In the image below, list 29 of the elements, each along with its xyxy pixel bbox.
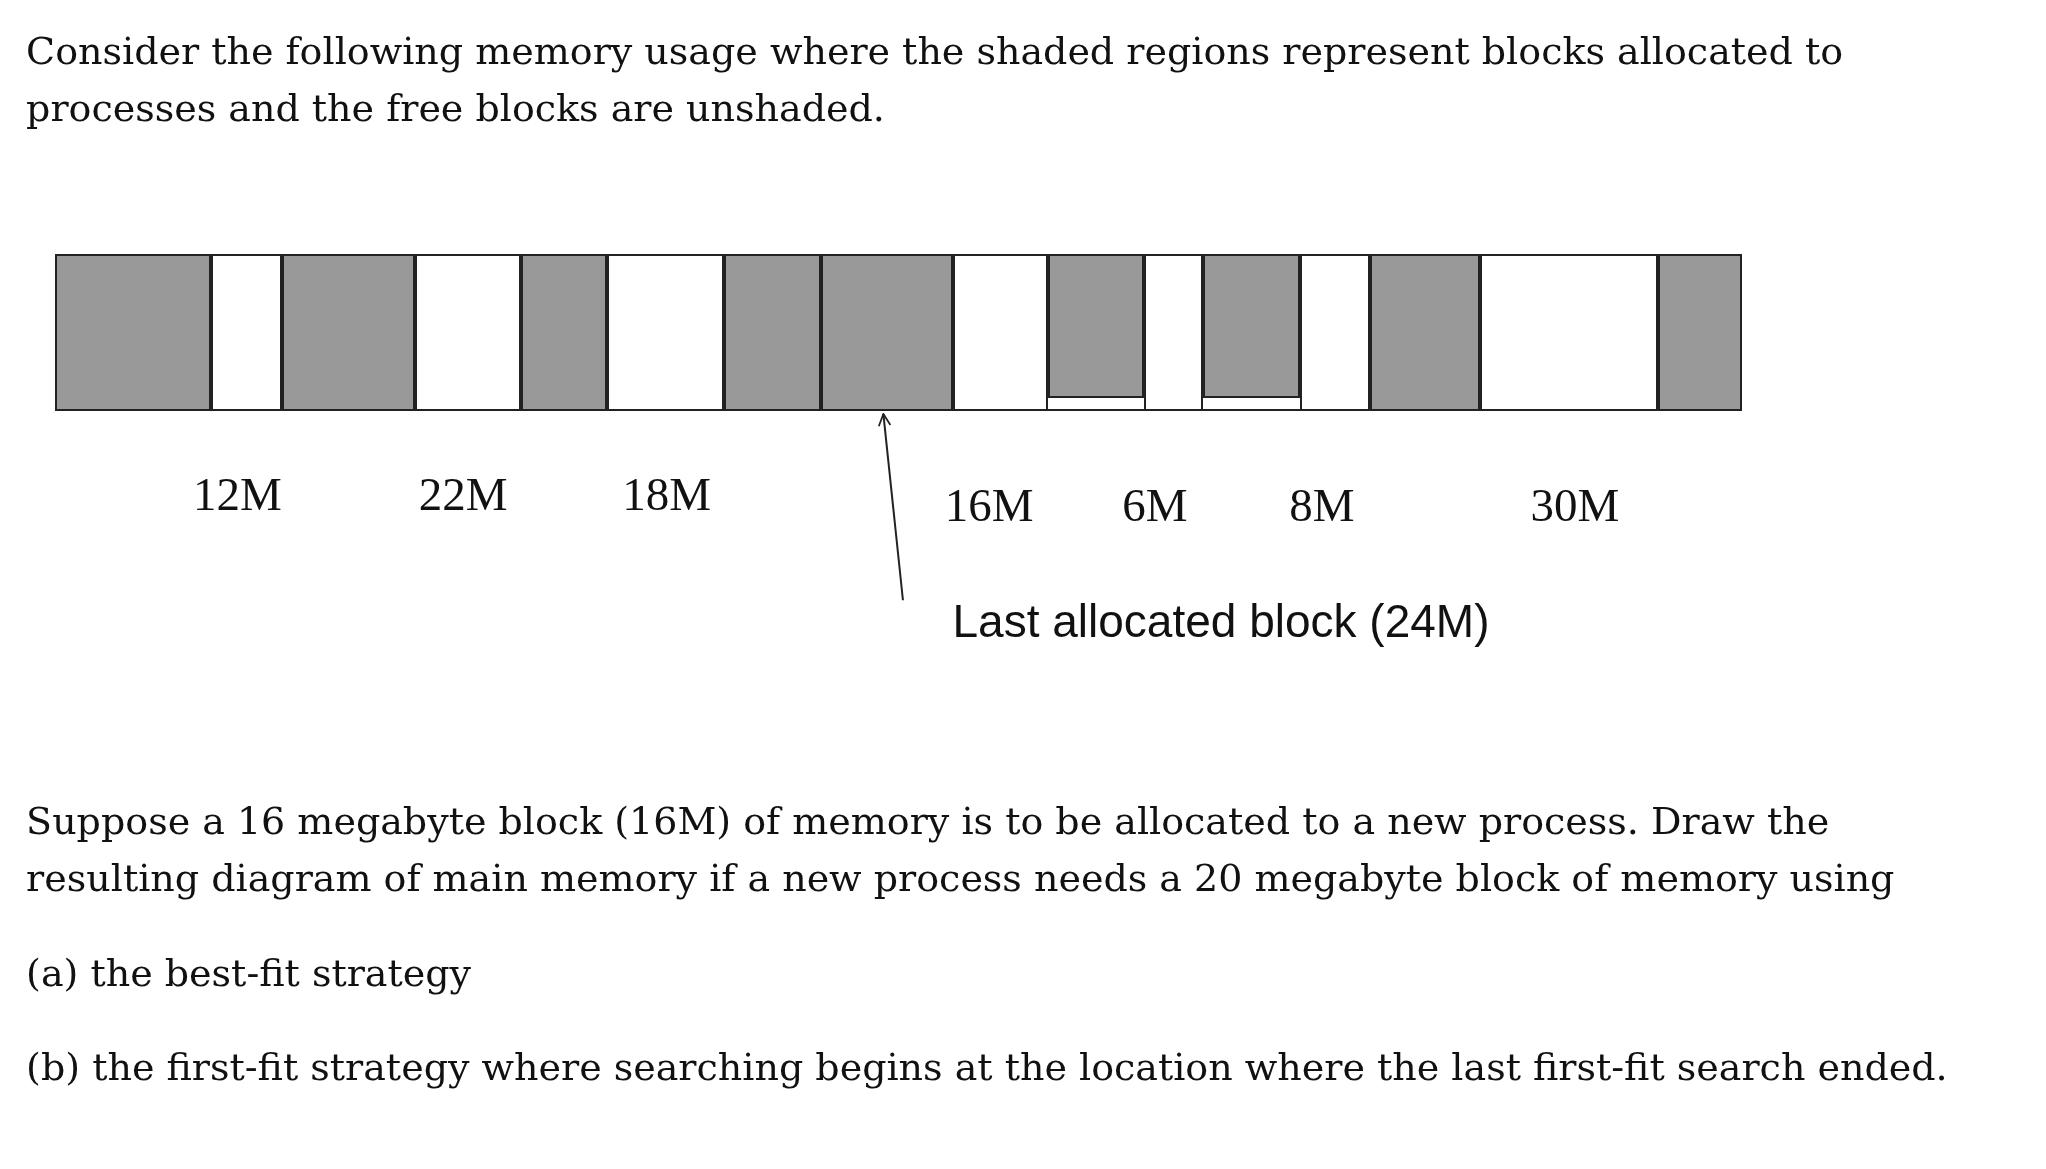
- allocated-block: [1203, 254, 1300, 398]
- free-block: [1479, 254, 1659, 411]
- size-label: 16M: [944, 477, 1034, 532]
- free-block: [952, 254, 1048, 411]
- list-item: (a) the best-fit strategy: [26, 949, 473, 997]
- free-block: [211, 254, 282, 411]
- list-item: (b) the first-fit strategy where searching begins at the location where the last first-fit search ended.: [26, 1043, 1949, 1091]
- free-block: [606, 254, 725, 411]
- allocated-block: [820, 254, 953, 411]
- size-label: 30M: [1530, 477, 1620, 532]
- allocated-block: [1047, 254, 1145, 398]
- size-label: 6M: [1122, 477, 1188, 532]
- size-label: 22M: [418, 467, 508, 522]
- leader-arrow: [877, 413, 904, 602]
- free-block: [1144, 254, 1204, 411]
- free-block: [414, 254, 521, 411]
- size-label: 12M: [193, 467, 282, 522]
- allocated-block: [281, 254, 415, 411]
- paragraph: Consider the following memory usage where the shaded regions represent blocks allocated to processes and the free blocks are unshaded.: [26, 28, 1845, 133]
- allocated-block: [54, 254, 212, 411]
- allocated-block: [1658, 254, 1742, 411]
- paragraph: Suppose a 16 megabyte block (16M) of memory is to be allocated to a new process. Draw the resulting diagram of main memory if a new process needs a 20 megabyte block of memory using: [26, 798, 1896, 903]
- size-label: 18M: [622, 467, 712, 522]
- allocated-block: [724, 254, 821, 411]
- allocated-block: [520, 254, 607, 411]
- size-label: 8M: [1289, 477, 1355, 532]
- annotation-text: Last allocated block (24M): [952, 593, 1490, 648]
- allocated-block: [1370, 254, 1480, 411]
- free-block: [1299, 254, 1371, 411]
